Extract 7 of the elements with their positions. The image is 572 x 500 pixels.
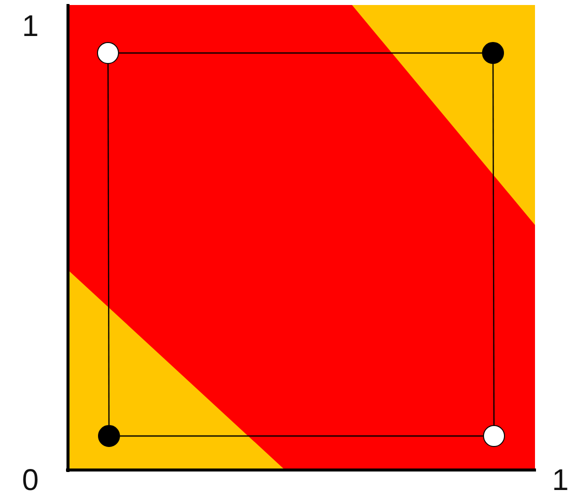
- connector-line: [107, 64, 110, 425]
- axis-tick-label: 1: [552, 466, 569, 496]
- axis-tick-label: 0: [22, 466, 39, 496]
- connector-line: [492, 64, 495, 425]
- axis-tick-label: 1: [22, 12, 39, 42]
- connector-line: [119, 52, 482, 54]
- connector-line: [120, 435, 483, 437]
